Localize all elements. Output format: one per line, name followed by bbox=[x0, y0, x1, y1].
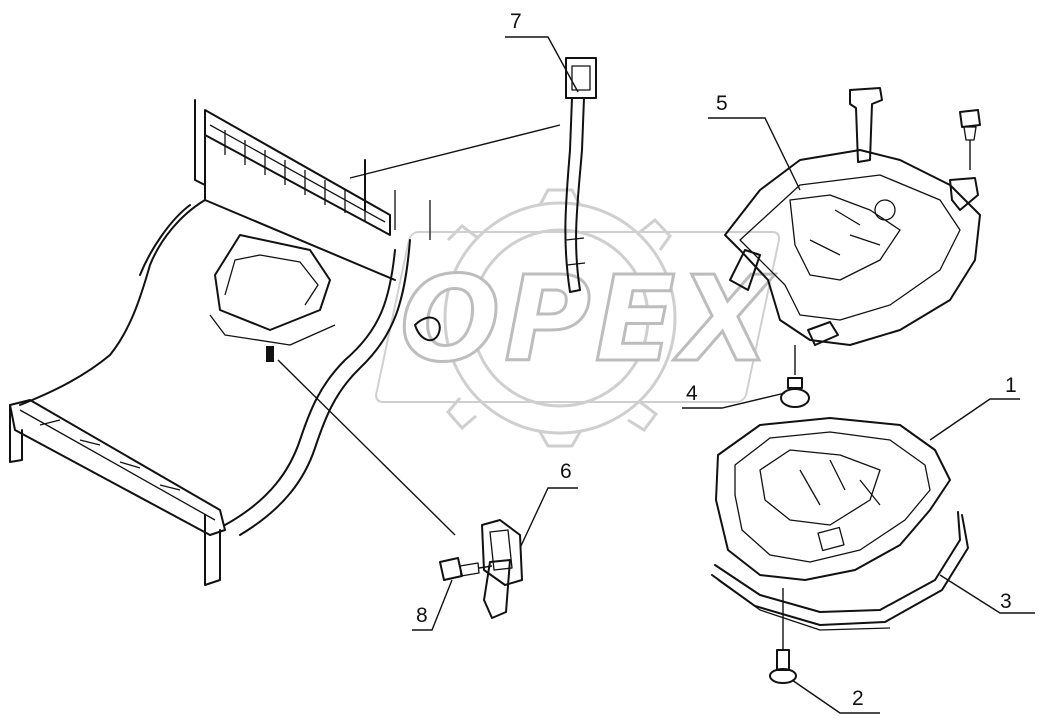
callout-1: 1 bbox=[1005, 374, 1017, 397]
callout-4: 4 bbox=[686, 382, 698, 405]
part-1-lower-cover bbox=[711, 417, 969, 631]
callout-5: 5 bbox=[716, 92, 728, 115]
callout-2: 2 bbox=[852, 687, 864, 710]
part-8-latch-bolt bbox=[439, 557, 493, 581]
callout-3: 3 bbox=[1000, 590, 1012, 613]
leader-lines bbox=[277, 36, 1035, 714]
opex-watermark: OPEX bbox=[375, 188, 781, 448]
part-4-rubber-stop bbox=[780, 345, 810, 408]
part-5-upper-tray bbox=[724, 87, 981, 346]
callout-8: 8 bbox=[416, 604, 428, 627]
callout-6: 6 bbox=[560, 460, 572, 483]
callout-labels: 7 5 4 1 3 2 6 8 bbox=[416, 10, 1017, 710]
watermark-text: OPEX bbox=[400, 250, 775, 388]
cab-floor-frame bbox=[9, 99, 441, 586]
part-2-mount-bolt bbox=[769, 588, 797, 684]
part-6-latch-clip bbox=[481, 519, 523, 619]
callout-7: 7 bbox=[510, 10, 522, 33]
